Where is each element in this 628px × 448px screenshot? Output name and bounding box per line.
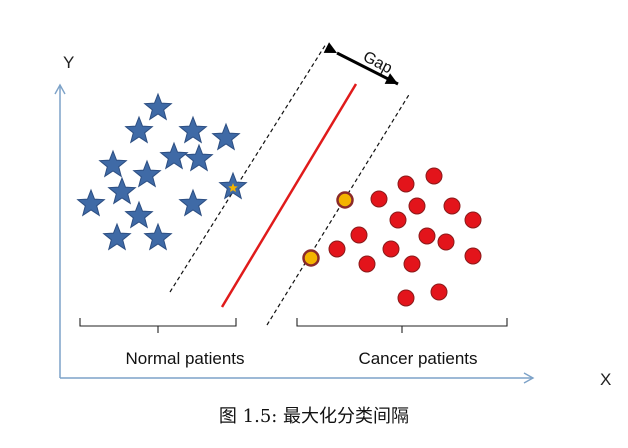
x-axis-label: X — [600, 370, 611, 389]
cancer-patient-circle-icon — [397, 175, 415, 193]
y-axis-label: Y — [63, 53, 74, 72]
cancer-group-brace — [296, 318, 508, 333]
normal-patient-star-icon — [143, 92, 173, 121]
support-vector-star-highlight-icon — [228, 183, 238, 193]
cancer-patient-circle-icon — [370, 190, 388, 208]
normal-patient-star-icon — [178, 115, 208, 144]
lower-margin-line — [266, 92, 411, 326]
cancer-patient-circle-icon — [443, 197, 461, 215]
cancer-patient-circle-icon — [430, 283, 448, 301]
cancer-patient-circle-icon — [358, 255, 376, 273]
axes: Y X — [54, 53, 611, 389]
gap-indicator: Gap — [323, 42, 399, 86]
normal-patient-star-icon — [107, 176, 137, 205]
normal-patient-star-icon — [184, 143, 214, 172]
cancer-patient-circle-icon — [464, 247, 482, 265]
normal-patient-star-icon — [143, 222, 173, 251]
cancer-patient-circle-icon — [328, 240, 346, 258]
cancer-patient-circle-icon — [389, 211, 407, 229]
normal-patient-star-icon — [98, 149, 128, 178]
cancer-patient-circle-icon — [382, 240, 400, 258]
cancer-patient-circle-icon — [418, 227, 436, 245]
normal-patient-star-icon — [159, 141, 189, 170]
cancer-patient-circle-icon — [408, 197, 426, 215]
normal-patient-star-icon — [178, 188, 208, 217]
normal-patient-star-icon — [76, 188, 106, 217]
cancer-patient-circle-icon — [350, 226, 368, 244]
cancer-patient-circle-icon — [425, 167, 443, 185]
separating-hyperplane — [220, 83, 358, 308]
normal-group-label: Normal patients — [125, 349, 244, 368]
support-vector-circle-icon — [302, 249, 320, 267]
normal-patient-star-icon — [124, 200, 154, 229]
gap-arrow — [323, 42, 399, 86]
cancer-patient-points — [302, 167, 482, 307]
cancer-group-label: Cancer patients — [358, 349, 477, 368]
cancer-patient-circle-icon — [464, 211, 482, 229]
normal-patient-star-icon — [102, 222, 132, 251]
normal-patient-star-icon — [211, 122, 241, 151]
cancer-patient-circle-icon — [397, 289, 415, 307]
cancer-patient-circle-icon — [437, 233, 455, 251]
normal-patient-star-icon — [124, 115, 154, 144]
cancer-patient-circle-icon — [403, 255, 421, 273]
normal-patient-star-icon — [132, 159, 162, 188]
normal-group-brace — [79, 318, 237, 333]
figure-caption: 图 1.5: 最大化分类间隔 — [218, 406, 410, 427]
support-vector-circle-icon — [336, 191, 354, 209]
normal-patient-points — [76, 92, 248, 251]
